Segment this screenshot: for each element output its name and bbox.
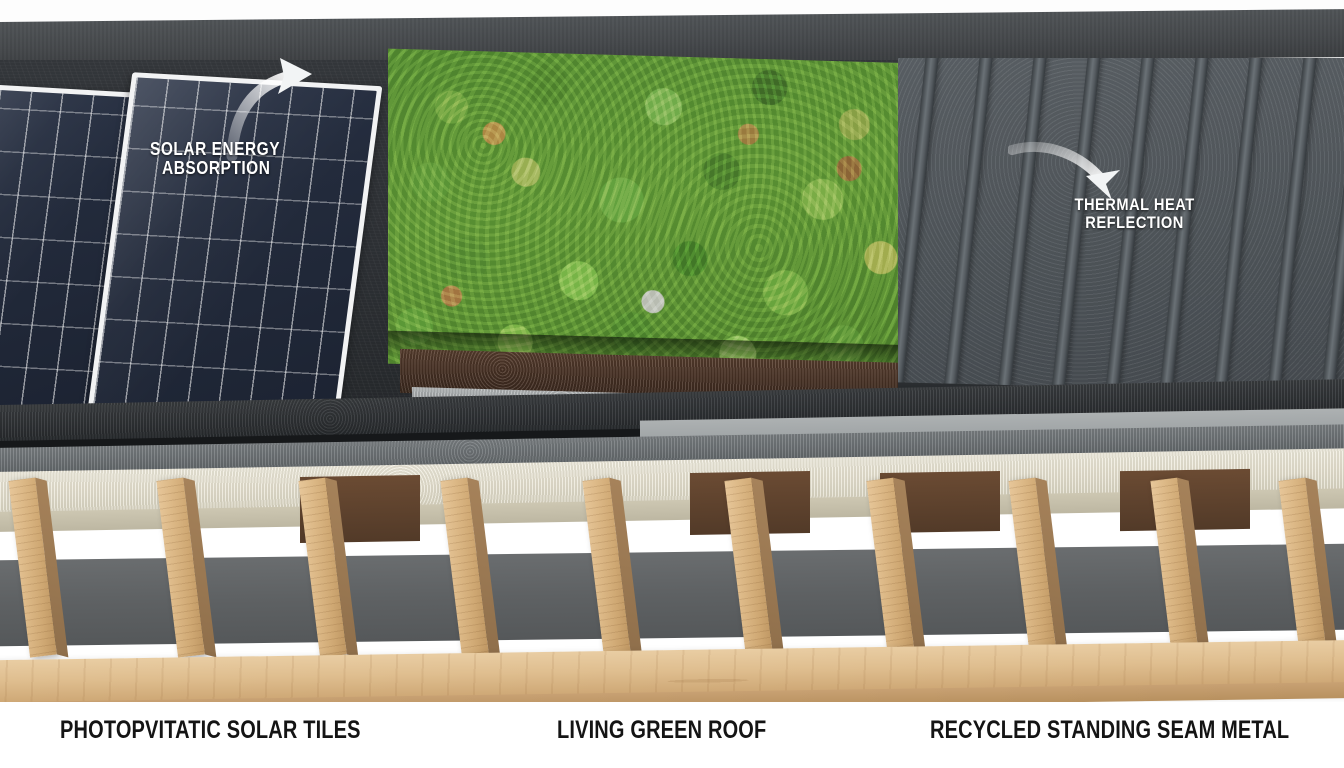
caption-solar-tiles: PHOTOPVITATIC SOLAR TILES <box>60 716 361 744</box>
annotation-solar-energy-absorption: SOLAR ENERGY ABSORPTION <box>150 139 348 179</box>
standing-seam-metal-roof <box>898 58 1344 408</box>
caption-band: PHOTOPVITATIC SOLAR TILES LIVING GREEN R… <box>0 702 1344 768</box>
roof-deck-surface <box>0 48 1344 427</box>
living-green-roof <box>388 48 918 427</box>
annotation-line-1: SOLAR ENERGY <box>150 139 281 159</box>
roof-cross-section <box>0 378 1344 722</box>
caption-metal-roof: RECYCLED STANDING SEAM METAL <box>930 716 1290 744</box>
annotation-thermal-heat-reflection: THERMAL HEAT REFLECTION <box>1040 195 1229 233</box>
annotation-line-2: REFLECTION <box>1085 213 1184 233</box>
solar-cell-grid <box>93 77 377 408</box>
caption-green-roof: LIVING GREEN ROOF <box>557 716 767 744</box>
annotation-line-2: ABSORPTION <box>162 158 271 179</box>
solar-panel <box>87 72 383 408</box>
annotation-line-1: THERMAL HEAT <box>1074 195 1195 214</box>
sedum-vegetation <box>388 48 918 379</box>
solar-panel-array <box>0 60 432 408</box>
